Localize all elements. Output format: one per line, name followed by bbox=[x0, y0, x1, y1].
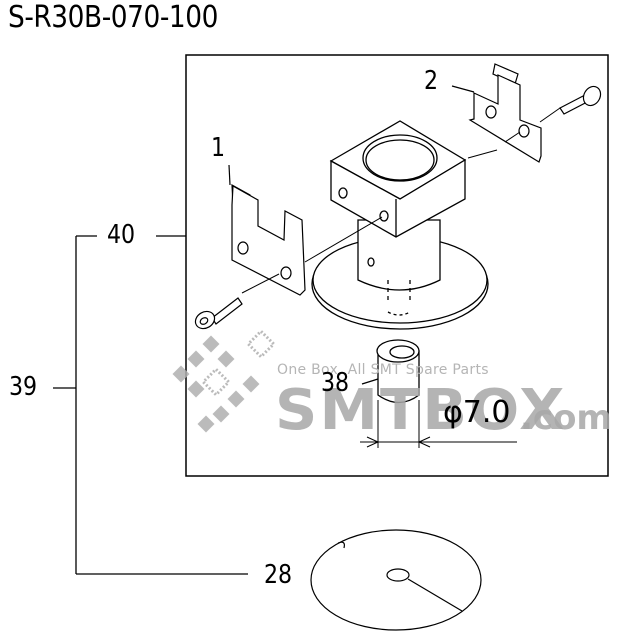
watermark-suffix: .com bbox=[520, 398, 612, 438]
dimension-lines bbox=[360, 400, 517, 448]
callout-part-38: 38 bbox=[321, 368, 350, 398]
clip-part-2 bbox=[451, 63, 542, 163]
assembly-guide-lines bbox=[241, 107, 561, 294]
callout-part-40: 40 bbox=[107, 220, 136, 250]
callout-part-2: 2 bbox=[424, 66, 439, 96]
watermark-tagline: One Box, All SMT Spare Parts bbox=[277, 362, 489, 378]
callout-part-1: 1 bbox=[211, 133, 226, 163]
callout-bracket-lines bbox=[53, 235, 248, 575]
diameter-dimension: φ7.0 bbox=[443, 395, 511, 430]
watermark-logo-icon bbox=[172, 329, 276, 433]
washer-part-28 bbox=[310, 529, 482, 631]
clip-part-1 bbox=[228, 164, 306, 296]
part-number-title: S-R30B-070-100 bbox=[8, 0, 219, 35]
screw-left bbox=[194, 297, 243, 330]
callout-part-28: 28 bbox=[264, 560, 293, 590]
square-block bbox=[329, 120, 467, 238]
watermark-brand: SMTBOX bbox=[275, 378, 567, 443]
sleeve-part-38 bbox=[361, 339, 420, 404]
nozzle-holder-body bbox=[357, 219, 441, 316]
screw-right bbox=[559, 85, 602, 115]
callout-part-39: 39 bbox=[9, 372, 38, 402]
assembly-frame bbox=[185, 54, 609, 477]
